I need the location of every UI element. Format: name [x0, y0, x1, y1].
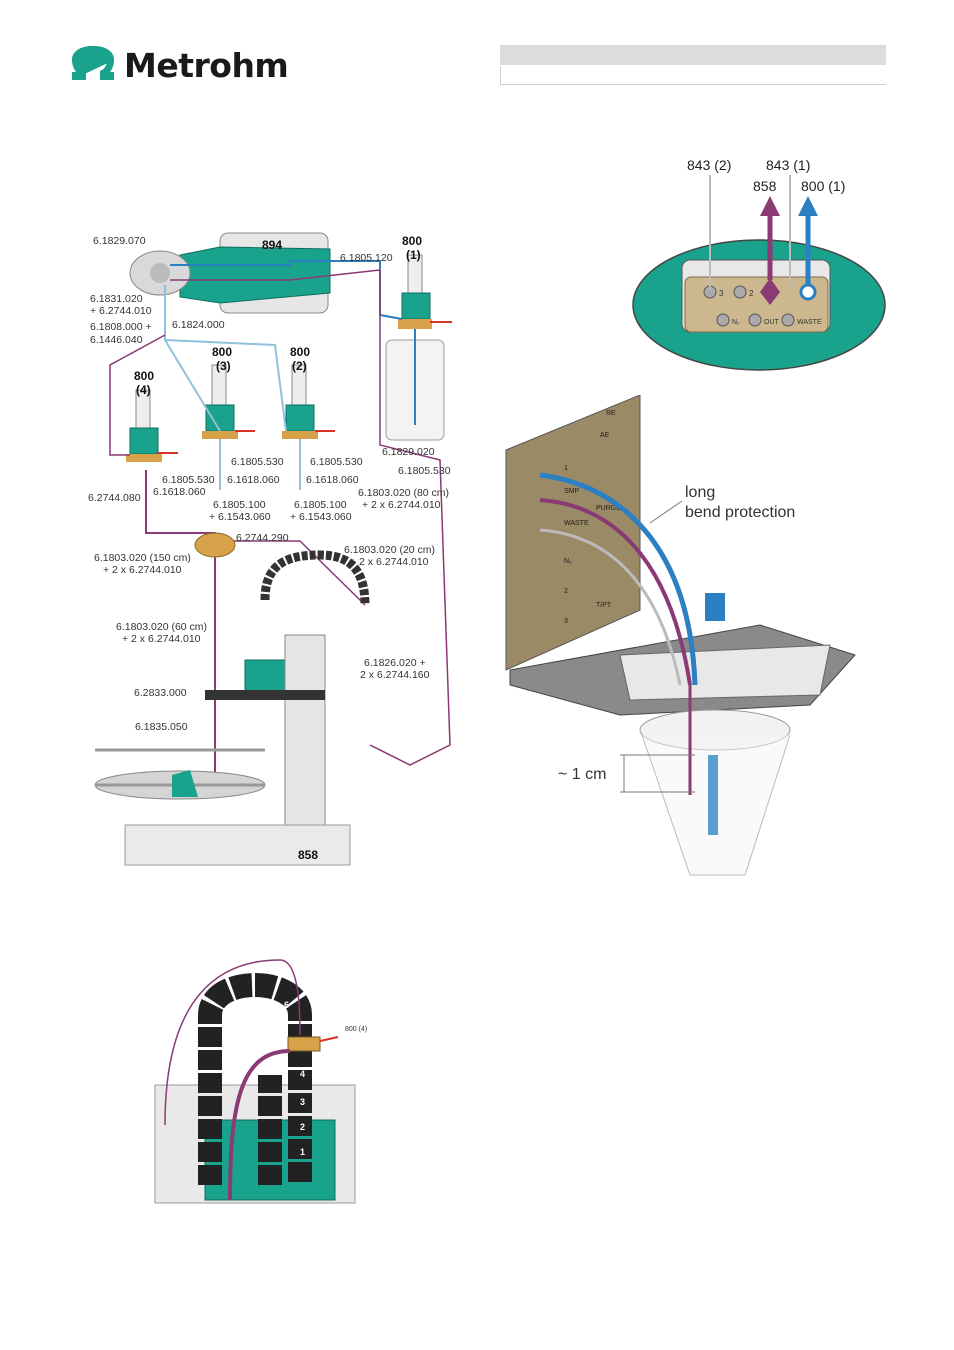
- part-label: 6.1803.020 (60 cm): [116, 621, 207, 633]
- part-label: 6.2744.290: [236, 532, 289, 544]
- part-label: 6.1835.050: [135, 721, 188, 733]
- metrohm-logo: Metrohm: [68, 44, 289, 88]
- part-label: 6.1826.020 +: [364, 657, 426, 669]
- part-label: 6.1805.530: [398, 465, 451, 477]
- part-label: 6.1446.040: [90, 334, 143, 346]
- panel-label: WASTE: [564, 520, 589, 527]
- chain-link-label: 4: [300, 1069, 305, 1079]
- cable-chain-figure: 1 2 3 4 6 800 (4): [154, 959, 367, 1204]
- annotation-long: long: [685, 484, 715, 501]
- part-label: 6.1803.020 (80 cm): [358, 487, 449, 499]
- part-label: 6.1805.530: [162, 474, 215, 486]
- arrow-up-icon: [798, 196, 818, 216]
- arrow-label-800-1: 800 (1): [801, 178, 845, 194]
- part-label: 6.1805.100: [294, 499, 347, 511]
- part-label: 6.1803.020 (150 cm): [94, 552, 191, 564]
- part-label: + 2 x 6.2744.010: [122, 633, 201, 645]
- dosino-800-3: 800 (3): [202, 345, 238, 439]
- part-label: 6.1618.060: [153, 486, 206, 498]
- tubing: [109, 260, 452, 785]
- dosino-800-2: 800 (2): [282, 345, 318, 439]
- label-800-2-index: (2): [292, 359, 307, 373]
- port-label: WASTE: [797, 319, 822, 326]
- panel-label: RE: [606, 410, 616, 417]
- panel-label: 2: [564, 588, 568, 595]
- part-label: 6.1829.070: [93, 235, 146, 247]
- dosino-800-1: 800 (1): [385, 234, 445, 441]
- t-connector: [194, 532, 236, 558]
- label-894: 894: [262, 238, 282, 252]
- chain-link-label: 3: [300, 1097, 305, 1107]
- part-label: 6.1805.530: [231, 456, 284, 468]
- part-label: 6.1824.000: [172, 319, 225, 331]
- depth-label: ~ 1 cm: [558, 766, 606, 783]
- arrow-up-icon: [760, 196, 780, 216]
- annotation-bend-protection: bend protection: [685, 504, 795, 521]
- part-label: 6.2833.000: [134, 687, 187, 699]
- dosino-800-4: 800 (4): [126, 369, 162, 462]
- label-800-3: 800: [212, 345, 232, 359]
- ports-closeup: 843 (2) 843 (1) 858 800 (1) 3 2 N₂ OUT W…: [632, 157, 886, 371]
- part-label: 6.1808.000 +: [90, 321, 152, 333]
- arrow-right-icon: [319, 1036, 339, 1042]
- port-label: OUT: [764, 319, 780, 326]
- panel-label: T/PT: [596, 602, 612, 609]
- part-label: 6.1829.020: [382, 446, 435, 458]
- arrow-label-858: 858: [753, 178, 777, 194]
- port-label: N₂: [732, 319, 740, 326]
- panel-label: AE: [600, 432, 610, 439]
- part-label: + 6.2744.010: [90, 305, 152, 317]
- omega-icon: [72, 46, 114, 80]
- part-label: 6.1831.020: [90, 293, 143, 305]
- part-label: 6.1805.100: [213, 499, 266, 511]
- chain-link-label: 2: [300, 1122, 305, 1132]
- header-bar: [500, 45, 886, 65]
- label-800-4: 800: [134, 369, 154, 383]
- header-subline: [500, 67, 886, 85]
- label-800-3-index: (3): [216, 359, 231, 373]
- panel-label: SMP: [564, 488, 580, 495]
- panel-label: N₂: [564, 558, 572, 565]
- chain-link-label: 1: [300, 1147, 305, 1157]
- instrument-894: 894: [129, 232, 331, 314]
- arrow-label-843-2: 843 (2): [687, 157, 731, 173]
- system-schematic: 894 800 (1) 800 (3) 800 (2) 800 (4): [88, 232, 452, 866]
- part-label: + 2 x 6.2744.010: [103, 564, 182, 576]
- brand-name: Metrohm: [124, 46, 289, 85]
- sample-processor-858: 858: [94, 550, 370, 866]
- panel-label: 1: [564, 465, 568, 472]
- label-858: 858: [298, 848, 318, 862]
- arrow-label-843-1: 843 (1): [766, 157, 810, 173]
- panel-label: 3: [564, 618, 568, 625]
- part-label: 6.1618.060: [306, 474, 359, 486]
- part-label: + 6.1543.060: [290, 511, 352, 523]
- label-800-1-index: (1): [406, 248, 421, 262]
- part-labels: 6.1829.070 6.1831.020 + 6.2744.010 6.180…: [88, 235, 451, 733]
- label-800-1: 800: [402, 234, 422, 248]
- part-label: + 2 x 6.2744.010: [350, 556, 429, 568]
- label-800-2: 800: [290, 345, 310, 359]
- titration-cell-figure: 1 SMP WASTE N₂ 2 3 AE RE PURGE T/PT long…: [505, 395, 856, 876]
- part-label: 2 x 6.2744.160: [360, 669, 430, 681]
- part-label: 6.2744.080: [88, 492, 141, 504]
- part-label: 6.1618.060: [227, 474, 280, 486]
- port-label: 2: [749, 289, 754, 298]
- chain-link-label: 6: [284, 1000, 289, 1010]
- port-label: 3: [719, 289, 724, 298]
- part-label: + 2 x 6.2744.010: [362, 499, 441, 511]
- part-label: 6.1805.120: [340, 252, 393, 264]
- chain-target-label: 800 (4): [345, 1026, 367, 1033]
- label-800-4-index: (4): [136, 383, 151, 397]
- panel-label: PURGE: [596, 505, 621, 512]
- part-label: 6.1803.020 (20 cm): [344, 544, 435, 556]
- part-label: + 6.1543.060: [209, 511, 271, 523]
- part-label: 6.1805.530: [310, 456, 363, 468]
